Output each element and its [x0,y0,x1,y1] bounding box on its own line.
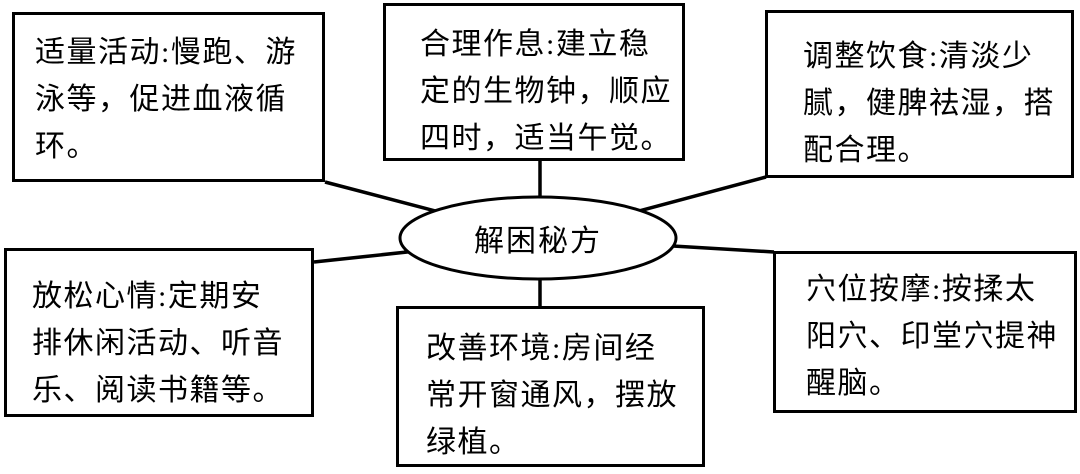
node-box-relax: 放松心情:定期安 排休闲活动、听音 乐、阅读书籍等。 [4,248,314,417]
node-text-environment: 改善环境:房间经 常开窗通风，摆放 绿植。 [426,332,678,459]
node-box-environment: 改善环境:房间经 常开窗通风，摆放 绿植。 [396,306,705,467]
center-ellipse [398,195,678,281]
node-text-relax: 放松心情:定期安 排休闲活动、听音 乐、阅读书籍等。 [32,280,284,407]
node-box-activity: 适量活动:慢跑、游 泳等，促进血液循 环。 [12,12,325,182]
node-box-routine: 合理作息:建立稳 定的生物钟，顺应 四时，适当午觉。 [383,3,685,161]
center-topic-label: 解困秘方 [474,225,602,258]
node-box-massage: 穴位按摩:按揉太 阳穴、印堂穴提神 醒脑。 [773,251,1077,413]
node-text-activity: 适量活动:慢跑、游 泳等，促进血液循 环。 [35,36,297,163]
node-text-routine: 合理作息:建立稳 定的生物钟，顺应 四时，适当午觉。 [420,28,672,155]
node-box-diet: 调整饮食:清淡少 腻，健脾祛湿，搭 配合理。 [765,10,1074,178]
node-text-diet: 调整饮食:清淡少 腻，健脾祛湿，搭 配合理。 [803,40,1055,167]
node-text-massage: 穴位按摩:按揉太 阳穴、印堂穴提神 醒脑。 [806,273,1058,400]
